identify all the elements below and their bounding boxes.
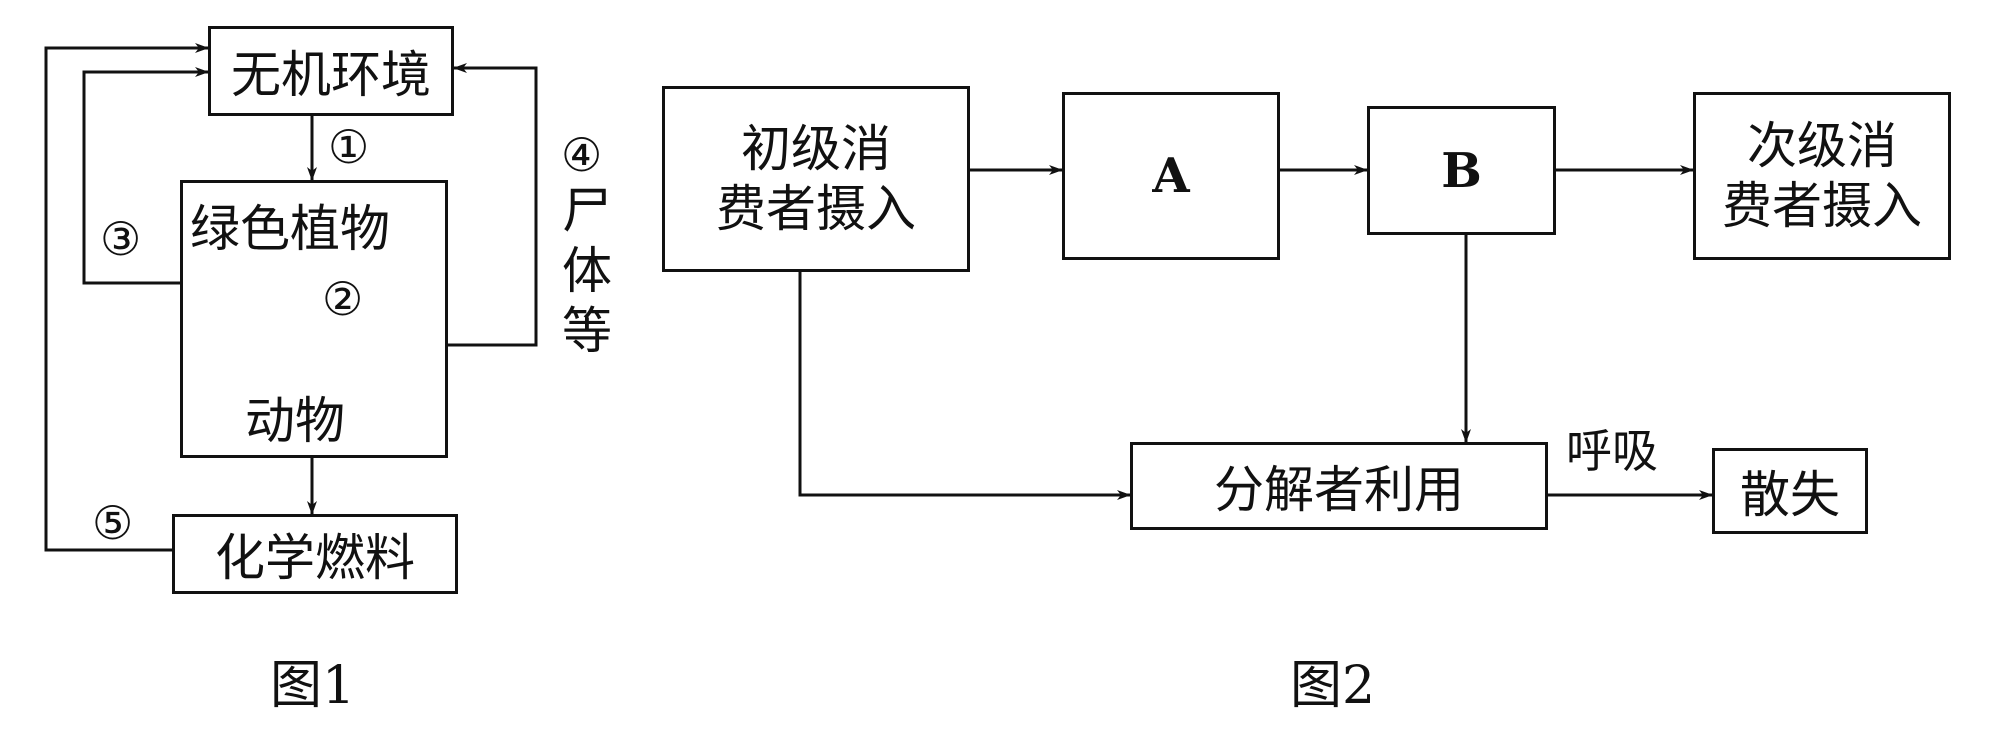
label-5: ⑤: [92, 496, 134, 550]
inorganic-environment-label: 无机环境: [231, 46, 431, 104]
label-4: ④: [561, 128, 603, 182]
arrow-5: [44, 43, 209, 552]
arrow-primary-to-decomposer: [798, 272, 1131, 500]
dissipation-label: 散失: [1740, 466, 1840, 524]
secondary-intake-line-2: 费者摄入: [1722, 177, 1922, 235]
primary-intake-line-2: 费者摄入: [716, 180, 916, 238]
figure-2-caption: 图2: [1290, 656, 1376, 716]
respiration-label: 呼吸: [1566, 424, 1658, 478]
primary-intake-line-1: 初级消: [741, 120, 891, 178]
green-plants-label: 绿色植物: [190, 200, 390, 258]
secondary-intake-line-1: 次级消: [1747, 117, 1897, 175]
remains-char-1: 尸: [562, 182, 612, 240]
box-b: B: [1367, 106, 1556, 235]
fossil-fuel-box: 化学燃料: [172, 514, 458, 594]
fossil-fuel-label: 化学燃料: [215, 529, 415, 587]
dissipation-box: 散失: [1712, 448, 1868, 534]
remains-char-2: 体: [562, 242, 612, 300]
decomposer-use-box: 分解者利用: [1130, 442, 1548, 530]
secondary-consumer-intake-box: 次级消 费者摄入: [1693, 92, 1951, 260]
arrow-3: [82, 67, 209, 285]
label-3: ③: [100, 212, 142, 266]
primary-consumer-intake-box: 初级消 费者摄入: [662, 86, 970, 272]
arrow-4: [448, 63, 538, 347]
label-1: ①: [328, 120, 370, 174]
box-a-label: A: [1152, 148, 1190, 204]
plants-animals-box: [180, 180, 448, 458]
decomposer-use-label: 分解者利用: [1214, 461, 1464, 519]
inorganic-environment-box: 无机环境: [208, 26, 454, 116]
box-b-label: B: [1441, 142, 1482, 199]
label-2: ②: [322, 272, 364, 326]
remains-char-3: 等: [562, 302, 612, 360]
box-a: A: [1062, 92, 1280, 260]
figure-1-caption: 图1: [270, 656, 356, 716]
animals-label: 动物: [245, 392, 345, 450]
